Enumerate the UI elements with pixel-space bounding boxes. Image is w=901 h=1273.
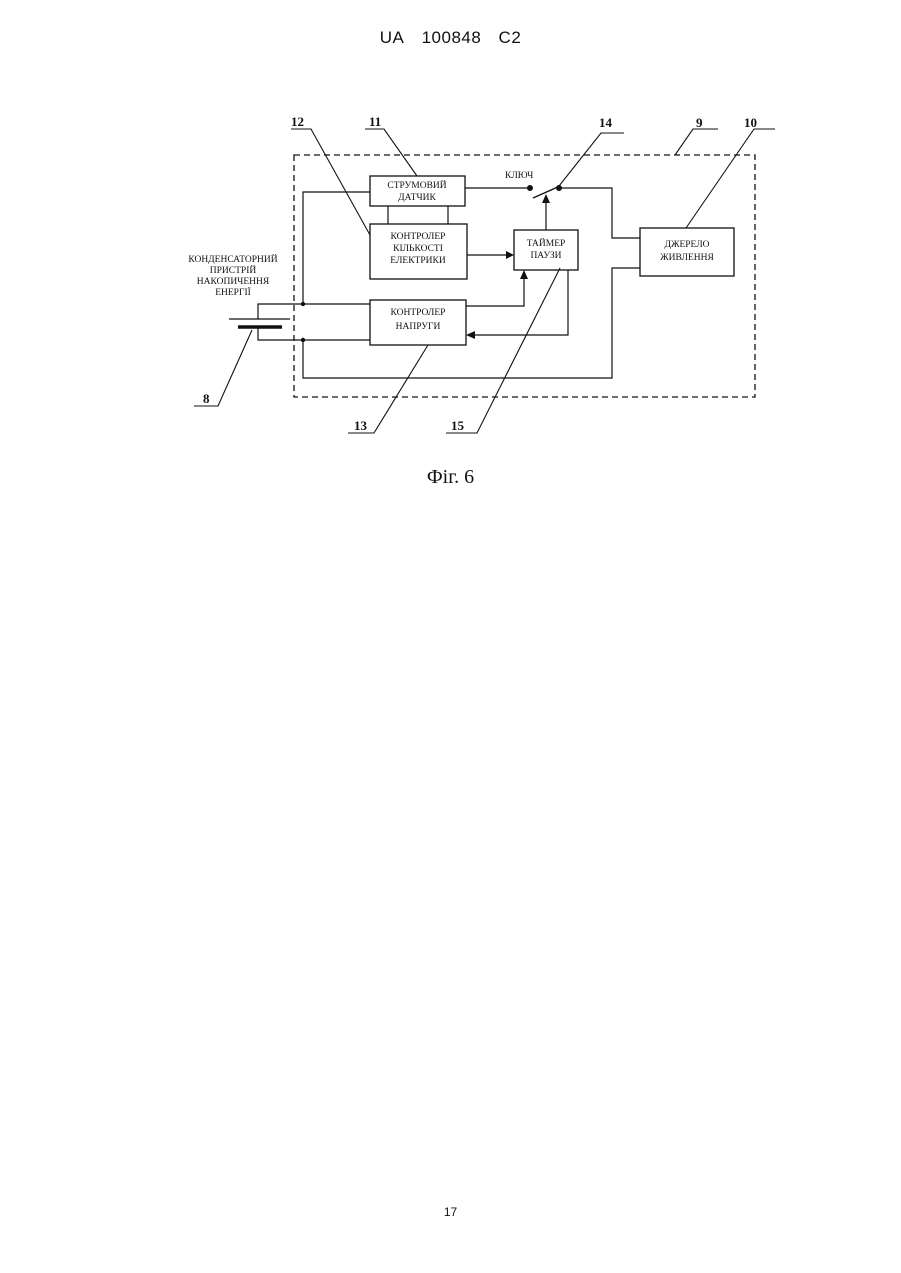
power-source-block bbox=[640, 228, 734, 276]
capacitor-label-line1: КОНДЕНСАТОРНИЙ bbox=[188, 253, 277, 265]
leader-ref-10 bbox=[686, 129, 775, 228]
wire-voltage-to-timer bbox=[466, 278, 524, 306]
ref-8: 8 bbox=[203, 391, 210, 406]
arrow-to-voltage-controller bbox=[466, 331, 475, 339]
arrow-to-timer bbox=[506, 251, 514, 259]
leader-ref-15 bbox=[446, 268, 560, 433]
leader-ref-11 bbox=[365, 129, 417, 176]
ref-11: 11 bbox=[369, 114, 381, 129]
block-diagram: СТРУМОВИЙ ДАТЧИК КОНТРОЛЕР КІЛЬКОСТІ ЕЛЕ… bbox=[0, 0, 901, 520]
junction-bottom-bus bbox=[301, 338, 305, 342]
junction-top-bus bbox=[301, 302, 305, 306]
pause-timer-line1: ТАЙМЕР bbox=[527, 237, 566, 249]
page-number: 17 bbox=[0, 1205, 901, 1219]
arrow-to-switch bbox=[542, 194, 550, 203]
voltage-controller-line2: НАПРУГИ bbox=[396, 322, 441, 332]
switch-label: КЛЮЧ bbox=[505, 171, 533, 181]
ref-10: 10 bbox=[744, 115, 757, 130]
electricity-controller-line1: КОНТРОЛЕР bbox=[391, 232, 446, 242]
leader-ref-9 bbox=[675, 129, 718, 155]
power-source-line2: ЖИВЛЕННЯ bbox=[660, 253, 714, 263]
pause-timer-block bbox=[514, 230, 578, 270]
ref-13: 13 bbox=[354, 418, 368, 433]
ref-9: 9 bbox=[696, 115, 703, 130]
capacitor-label-line2: ПРИСТРІЙ bbox=[210, 264, 257, 276]
voltage-controller-line1: КОНТРОЛЕР bbox=[391, 308, 446, 318]
current-sensor-line2: ДАТЧИК bbox=[398, 193, 436, 203]
switch-contact-left bbox=[527, 185, 533, 191]
ref-15: 15 bbox=[451, 418, 465, 433]
ref-12: 12 bbox=[291, 114, 304, 129]
current-sensor-line1: СТРУМОВИЙ bbox=[387, 179, 446, 191]
electricity-controller-line2: КІЛЬКОСТІ bbox=[393, 244, 443, 254]
capacitor-label-line4: ЕНЕРГІЇ bbox=[215, 286, 251, 298]
pause-timer-line2: ПАУЗИ bbox=[530, 251, 561, 261]
arrow-up-to-timer bbox=[520, 270, 528, 279]
capacitor-label-line3: НАКОПИЧЕННЯ bbox=[197, 277, 270, 287]
figure-caption: Фіг. 6 bbox=[0, 466, 901, 489]
power-source-line1: ДЖЕРЕЛО bbox=[664, 240, 709, 250]
electricity-controller-line3: ЕЛЕКТРИКИ bbox=[390, 256, 446, 266]
ref-14: 14 bbox=[599, 115, 613, 130]
leader-ref-14 bbox=[559, 133, 624, 186]
